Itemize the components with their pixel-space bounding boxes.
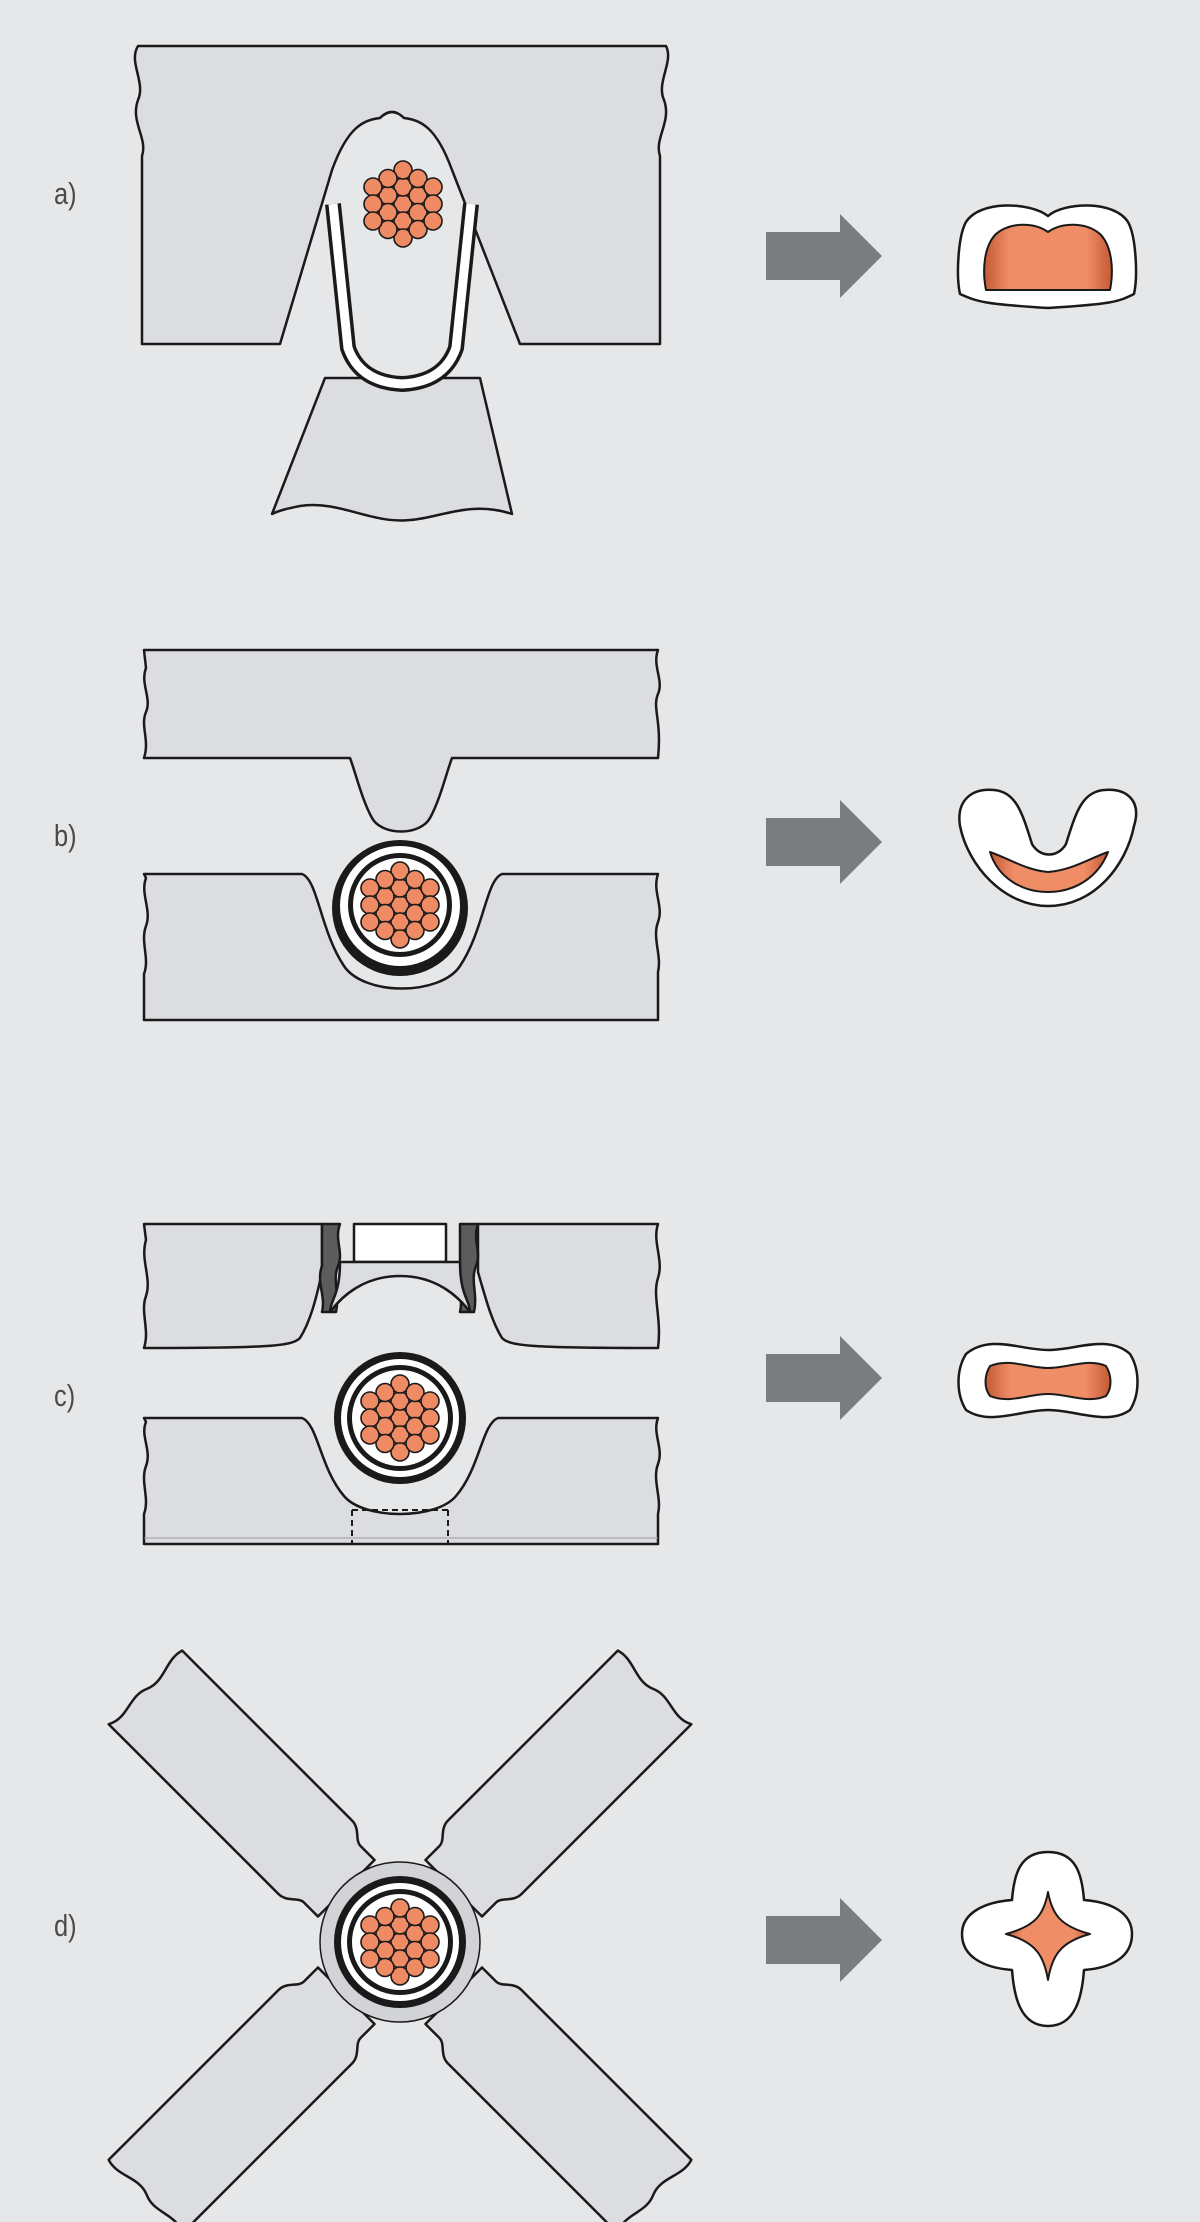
punch-b: [142, 648, 661, 833]
anvil-b: [142, 872, 661, 1022]
result-cross-section-c: [957, 1342, 1139, 1419]
panel-a: [133, 44, 670, 522]
result-cross-section-b: [958, 788, 1138, 908]
die-arm-nw-se: [107, 1649, 693, 2222]
punch-c-center: [352, 1222, 448, 1264]
punch-a: [133, 44, 670, 346]
panel-c: [142, 1222, 661, 1546]
anvil-c: [142, 1416, 661, 1546]
right-arrow-icon: [766, 214, 882, 298]
wire-strands-a: [363, 160, 443, 248]
right-arrow-icon: [766, 1336, 882, 1420]
result-cross-section-a: [956, 204, 1138, 310]
result-cross-section-d: [960, 1850, 1134, 2028]
die-arm-ne-sw: [107, 1649, 693, 2222]
punch-c-right: [476, 1222, 661, 1350]
panel-label-d: d): [54, 1908, 77, 1943]
panel-b: [142, 648, 661, 1022]
right-arrow-icon: [766, 1898, 882, 1982]
panel-label-c: c): [54, 1378, 76, 1413]
panel-label-a: a): [54, 176, 77, 211]
panel-d: [107, 1649, 693, 2222]
punch-c-left: [142, 1222, 324, 1350]
panel-label-b: b): [54, 818, 77, 853]
anvil-a: [270, 376, 514, 522]
right-arrow-icon: [766, 800, 882, 884]
